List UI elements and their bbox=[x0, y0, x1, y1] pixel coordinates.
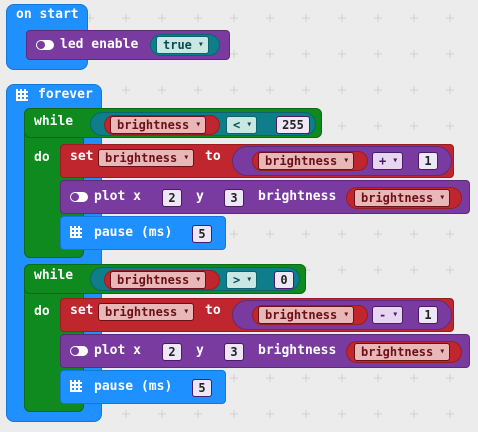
math-value-2[interactable]: 1 bbox=[418, 306, 438, 324]
brightness-var-dropdown-1[interactable]: brightness bbox=[110, 116, 207, 134]
pause-value-2[interactable]: 5 bbox=[192, 379, 212, 397]
led-toggle-icon-2 bbox=[70, 346, 88, 356]
pause-label-1: pause (ms) bbox=[94, 225, 173, 240]
math-op-dropdown-2[interactable]: - bbox=[372, 306, 404, 324]
compare-op-dropdown-2[interactable]: > bbox=[226, 271, 258, 289]
pause-grid-icon-1 bbox=[70, 226, 82, 238]
pause-value-1[interactable]: 5 bbox=[192, 225, 212, 243]
do-2-label: do bbox=[34, 304, 50, 319]
math-value-1[interactable]: 1 bbox=[418, 152, 438, 170]
compare-value-2[interactable]: 0 bbox=[274, 271, 294, 289]
plot-brightness-label-1: brightness bbox=[258, 189, 337, 204]
plot-x-label-2: plot x bbox=[94, 343, 141, 358]
plot-x-value-2[interactable]: 2 bbox=[162, 343, 182, 361]
on-start-label: on start bbox=[16, 7, 79, 22]
set-1-label: set bbox=[70, 149, 94, 164]
plot-x-value-1[interactable]: 2 bbox=[162, 189, 182, 207]
boolean-dropdown[interactable]: true bbox=[156, 36, 209, 54]
plot-brightness-label-2: brightness bbox=[258, 343, 337, 358]
led-grid-icon bbox=[16, 89, 28, 101]
set-var-dropdown-2[interactable]: brightness bbox=[98, 303, 195, 321]
toggle-icon bbox=[36, 40, 54, 50]
math-op-dropdown-1[interactable]: + bbox=[372, 152, 404, 170]
while-1-label: while bbox=[34, 114, 74, 129]
plot-y-value-2[interactable]: 3 bbox=[224, 343, 244, 361]
math-var-dropdown-1[interactable]: brightness bbox=[258, 152, 355, 170]
do-1-label: do bbox=[34, 150, 50, 165]
math-var-dropdown-2[interactable]: brightness bbox=[258, 306, 355, 324]
set-var-dropdown-1[interactable]: brightness bbox=[98, 149, 195, 167]
pause-grid-icon-2 bbox=[70, 380, 82, 392]
to-2-label: to bbox=[205, 303, 221, 318]
plot-brightness-dropdown-2[interactable]: brightness bbox=[354, 343, 451, 361]
forever-label: forever bbox=[38, 87, 93, 102]
set-2-label: set bbox=[70, 303, 94, 318]
plot-y-label-1: y bbox=[196, 189, 204, 204]
led-toggle-icon-1 bbox=[70, 192, 88, 202]
plot-brightness-dropdown-1[interactable]: brightness bbox=[354, 189, 451, 207]
while-2-label: while bbox=[34, 268, 74, 283]
compare-value-1[interactable]: 255 bbox=[276, 116, 310, 134]
plot-y-label-2: y bbox=[196, 343, 204, 358]
to-1-label: to bbox=[205, 149, 221, 164]
plot-y-value-1[interactable]: 3 bbox=[224, 189, 244, 207]
plot-x-label-1: plot x bbox=[94, 189, 141, 204]
compare-op-dropdown-1[interactable]: < bbox=[226, 116, 258, 134]
pause-label-2: pause (ms) bbox=[94, 379, 173, 394]
brightness-var-dropdown-2[interactable]: brightness bbox=[110, 271, 207, 289]
led-enable-label: led enable bbox=[60, 37, 139, 52]
